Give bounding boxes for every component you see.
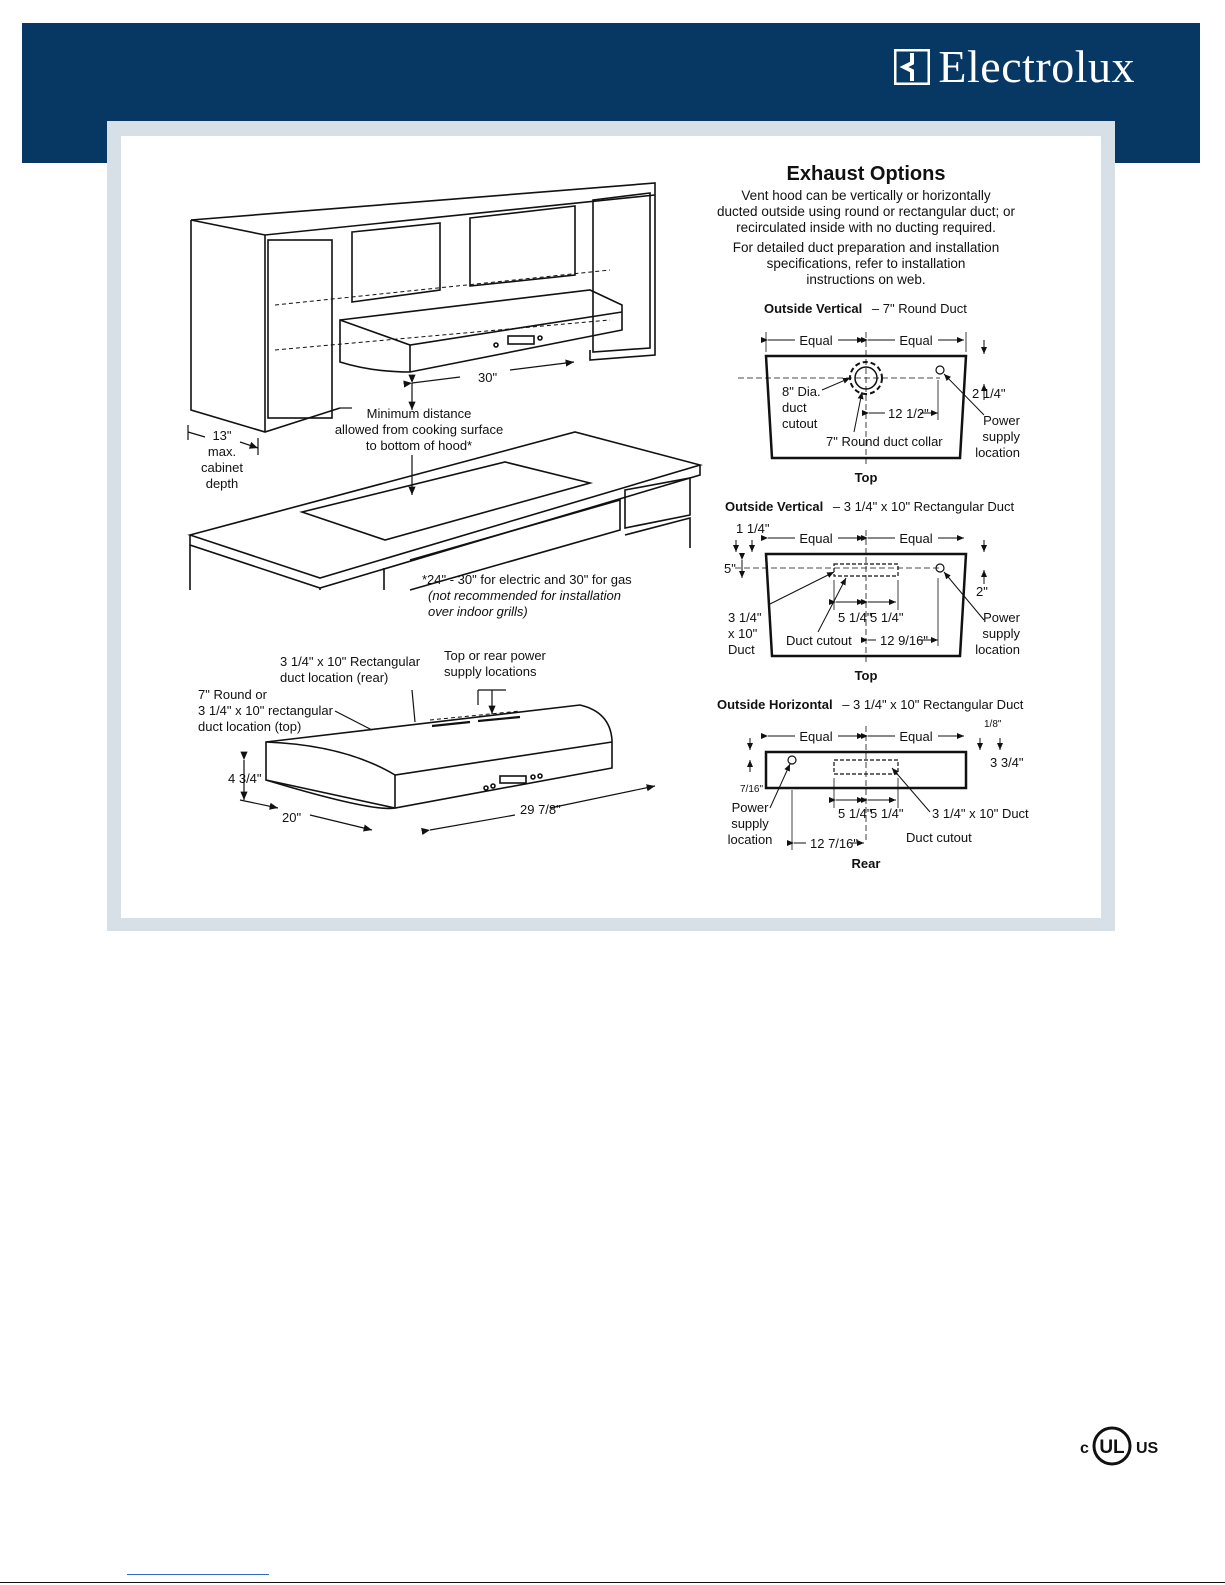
d1-offset: 12 1/2" xyxy=(888,406,929,421)
ul-certification-mark: c UL US xyxy=(1078,1425,1168,1474)
hood-power-1: Top or rear power xyxy=(444,648,547,663)
exhaust-desc-2: ducted outside using round or rectangula… xyxy=(717,204,1015,219)
d3-equal-left: Equal xyxy=(799,729,832,744)
hood-drawing xyxy=(265,704,613,810)
brand-logo: Electrolux xyxy=(894,40,1135,93)
ul-mark: UL xyxy=(1099,1437,1125,1458)
hood-depth: 20" xyxy=(282,810,301,825)
d1-view: Top xyxy=(855,470,878,485)
hood-round-3: duct location (top) xyxy=(198,719,301,734)
d3-power-2: supply xyxy=(731,816,769,831)
d2-power-1: Power xyxy=(983,610,1021,625)
d3-duct-label: 3 1/4" x 10" Duct xyxy=(932,806,1029,821)
d2-half-2: 5 1/4" xyxy=(870,610,904,625)
d3-heading: Outside Horizontal xyxy=(717,697,833,712)
d3-dim-right: 3 3/4" xyxy=(990,755,1024,770)
d2-dim-right: 2" xyxy=(976,584,988,599)
exhaust-desc-5: specifications, refer to installation xyxy=(767,256,966,271)
d2-duct-2: x 10" xyxy=(728,626,758,641)
cabinet-depth-1: 13" xyxy=(212,428,231,443)
d2-offset: 12 9/16" xyxy=(880,633,928,648)
d2-view: Top xyxy=(855,668,878,683)
d2-diagram xyxy=(733,530,987,664)
d2-power-3: location xyxy=(975,642,1020,657)
hood-round-1: 7" Round or xyxy=(198,687,268,702)
countertop-drawing xyxy=(187,431,703,591)
ul-right: US xyxy=(1136,1440,1159,1457)
min-distance-3: to bottom of hood* xyxy=(366,438,472,453)
hood-round-2: 3 1/4" x 10" rectangular xyxy=(198,703,334,718)
width-30-dimension xyxy=(187,359,575,495)
d2-dim-left: 5" xyxy=(724,561,736,576)
d3-cutout: Duct cutout xyxy=(906,830,972,845)
d1-power-3: location xyxy=(975,445,1020,460)
d1-equal-right: Equal xyxy=(899,333,932,348)
min-distance-1: Minimum distance xyxy=(367,406,472,421)
d3-diagram xyxy=(747,726,1003,850)
d2-cutout: Duct cutout xyxy=(786,633,852,648)
d2-heading: Outside Vertical xyxy=(725,499,823,514)
d1-diagram xyxy=(738,332,987,466)
d2-dim-top: 1 1/4" xyxy=(736,521,770,536)
exhaust-desc-4: For detailed duct preparation and instal… xyxy=(733,240,999,255)
d3-offset: 12 7/16" xyxy=(810,836,858,851)
cabinet-depth-2: max. xyxy=(208,444,236,459)
footer-link-underline[interactable] xyxy=(127,1574,269,1575)
d3-view: Rear xyxy=(852,856,881,871)
hood-width: 29 7/8" xyxy=(520,802,561,817)
d1-dim-right: 2 1/4" xyxy=(972,386,1006,401)
install-note-2: (not recommended for installation xyxy=(428,588,621,603)
footer-rule xyxy=(0,1582,1225,1583)
d1-equal-left: Equal xyxy=(799,333,832,348)
install-note-3: over indoor grills) xyxy=(428,604,528,619)
exhaust-desc-6: instructions on web. xyxy=(806,272,925,287)
d1-power-2: supply xyxy=(982,429,1020,444)
min-distance-2: allowed from cooking surface xyxy=(335,422,503,437)
hood-rect-1: 3 1/4" x 10" Rectangular xyxy=(280,654,421,669)
hood-power-2: supply locations xyxy=(444,664,537,679)
d2-equal-left: Equal xyxy=(799,531,832,546)
hood-rect-2: duct location (rear) xyxy=(280,670,388,685)
d1-heading: Outside Vertical xyxy=(764,301,862,316)
d2-duct-3: Duct xyxy=(728,642,755,657)
exhaust-title: Exhaust Options xyxy=(787,163,946,185)
d2-duct-1: 3 1/4" xyxy=(728,610,762,625)
exhaust-desc-1: Vent hood can be vertically or horizonta… xyxy=(741,188,990,203)
d3-heading-line: Outside Horizontal – 3 1/4" x 10" Rectan… xyxy=(717,697,1024,712)
d2-equal-right: Equal xyxy=(899,531,932,546)
install-note-1: *24" - 30" for electric and 30" for gas xyxy=(422,572,632,587)
d3-dim-top: 1/8" xyxy=(984,719,1002,730)
d3-equal-right: Equal xyxy=(899,729,932,744)
d1-sub: – 7" Round Duct xyxy=(872,301,967,316)
d1-collar: 7" Round duct collar xyxy=(826,434,943,449)
cabinet-drawing xyxy=(190,182,656,433)
ul-left: c xyxy=(1080,1440,1089,1457)
install-width: 30" xyxy=(478,370,497,385)
d3-half-2: 5 1/4" xyxy=(870,806,904,821)
cabinet-depth-4: depth xyxy=(206,476,239,491)
electrolux-logo-icon xyxy=(894,48,931,85)
d1-heading-line: Outside Vertical – 7" Round Duct xyxy=(764,301,967,316)
hood-dimensions xyxy=(239,689,656,836)
d2-heading-line: Outside Vertical – 3 1/4" x 10" Rectangu… xyxy=(725,499,1014,514)
brand-name: Electrolux xyxy=(938,41,1135,92)
d2-power-2: supply xyxy=(982,626,1020,641)
cabinet-depth-3: cabinet xyxy=(201,460,243,475)
hood-height: 4 3/4" xyxy=(228,771,262,786)
d2-sub: – 3 1/4" x 10" Rectangular Duct xyxy=(833,499,1015,514)
d1-dia-2: duct xyxy=(782,400,807,415)
d3-sub: – 3 1/4" x 10" Rectangular Duct xyxy=(842,697,1024,712)
d3-power-1: Power xyxy=(732,800,770,815)
d3-dim-left: 7/16" xyxy=(740,784,763,795)
exhaust-desc-3: recirculated inside with no ducting requ… xyxy=(736,220,996,235)
d2-half-1: 5 1/4" xyxy=(838,610,872,625)
d1-dia-3: cutout xyxy=(782,416,818,431)
d1-dia-1: 8" Dia. xyxy=(782,384,821,399)
d1-power-1: Power xyxy=(983,413,1021,428)
d3-power-3: location xyxy=(728,832,773,847)
d3-half-1: 5 1/4" xyxy=(838,806,872,821)
ul-logo-icon: c UL US xyxy=(1080,1426,1159,1466)
